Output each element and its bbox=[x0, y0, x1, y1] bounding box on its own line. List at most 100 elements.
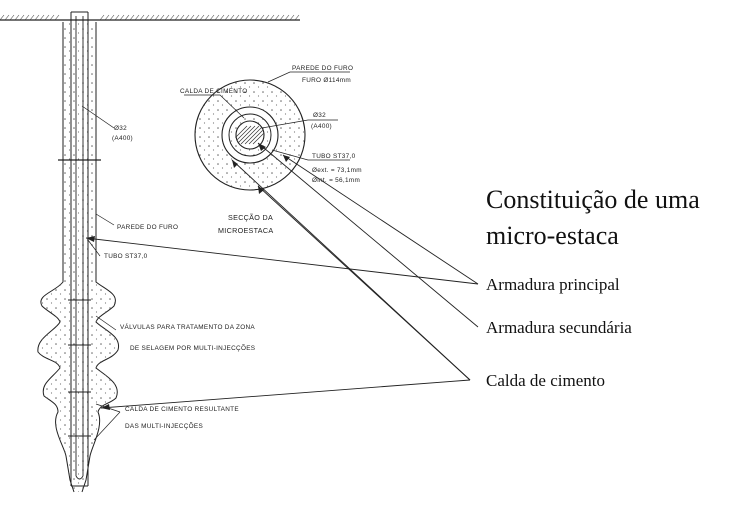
bar-hatch-line bbox=[236, 125, 252, 145]
bar-hatch-line bbox=[252, 125, 264, 145]
ground-hatch-line bbox=[0, 14, 5, 21]
valve-markers bbox=[68, 299, 91, 437]
steel-tube bbox=[70, 11, 89, 487]
ground-hatch-line bbox=[49, 14, 55, 21]
ground-hatch-line bbox=[199, 14, 205, 21]
ground-hatch-line bbox=[119, 14, 125, 21]
arrowhead bbox=[283, 155, 290, 162]
ground-hatch-line bbox=[99, 14, 105, 21]
profile-valves-line1: VÁLVULAS PARA TRATAMENTO DA ZONA bbox=[120, 322, 255, 331]
leader-section-tube bbox=[271, 149, 350, 161]
ground-hatch-line bbox=[9, 14, 15, 21]
leader-valves bbox=[95, 315, 117, 331]
ground-hatch-line bbox=[4, 14, 10, 21]
ground-hatch-line bbox=[189, 14, 195, 21]
arrowhead bbox=[232, 160, 238, 168]
ground-hatch-line bbox=[279, 14, 285, 21]
legend-cement-grout: Calda de cimento bbox=[486, 371, 605, 390]
profile-bar-grade: (A400) bbox=[112, 135, 133, 142]
legend-main-reinforcement: Armadura principal bbox=[486, 275, 620, 294]
bar-hatch-line bbox=[236, 125, 256, 145]
arrow-grout-section-b bbox=[257, 185, 471, 381]
section-hole-diameter: FURO Ø114mm bbox=[302, 77, 351, 84]
cross-section bbox=[194, 79, 306, 191]
legend-secondary-reinforcement: Armadura secundária bbox=[486, 318, 632, 337]
arrowhead bbox=[101, 404, 110, 410]
title-line2: micro-estaca bbox=[486, 221, 619, 250]
callout-arrows bbox=[85, 142, 479, 410]
ground-hatch-line bbox=[229, 14, 235, 21]
ground-hatch-line bbox=[44, 14, 50, 21]
ground-hatch-line bbox=[134, 14, 140, 21]
ground-hatch-line bbox=[164, 14, 170, 21]
ground-hatch-line bbox=[34, 14, 40, 21]
ground-hatch-line bbox=[214, 14, 220, 21]
grout-fill bbox=[37, 22, 119, 492]
bar-hatch-line bbox=[240, 125, 260, 145]
title-line1: Constituição de uma bbox=[486, 185, 700, 214]
arrow-grout-profile bbox=[100, 379, 471, 409]
ground-hatch-line bbox=[274, 14, 280, 21]
profile-grout-line1: CALDA DE CIMENTO RESULTANTE bbox=[125, 406, 239, 413]
bar-hatch-line bbox=[236, 125, 248, 145]
ground-hatch-line bbox=[194, 14, 200, 21]
section-bar-label: Ø32 bbox=[313, 112, 326, 119]
section-inner-diameter: Øint. = 56,1mm bbox=[312, 177, 360, 184]
ground-hatch-line bbox=[39, 14, 45, 21]
profile-bar-label: Ø32 bbox=[114, 125, 127, 132]
section-grout-label: CALDA DE CIMENTO bbox=[180, 88, 248, 95]
ground-hatch-line bbox=[259, 14, 265, 21]
leader-wall bbox=[95, 213, 115, 226]
ground-hatch-line bbox=[204, 14, 210, 21]
ground-hatch-line bbox=[289, 14, 295, 21]
ground-hatch-line bbox=[149, 14, 155, 21]
leader-bar bbox=[81, 105, 115, 129]
arrowhead bbox=[258, 186, 264, 194]
section-outer-diameter: Øext. = 73,1mm bbox=[312, 167, 362, 174]
arrow-main-section bbox=[282, 154, 479, 285]
ground-hatch-line bbox=[14, 14, 20, 21]
section-title-line1: SECÇÃO DA bbox=[228, 213, 273, 222]
section-tube-label: TUBO ST37,0 bbox=[312, 153, 356, 160]
ground-hatch-line bbox=[159, 14, 165, 21]
profile-grout-line2: DAS MULTI-INJECÇÕES bbox=[125, 421, 203, 430]
profile-wall-label: PAREDE DO FURO bbox=[117, 224, 178, 231]
ground-hatch-line bbox=[144, 14, 150, 21]
ground-hatch-line bbox=[294, 14, 300, 21]
arrow-secondary-section bbox=[257, 142, 479, 328]
ground-hatch-line bbox=[154, 14, 160, 21]
ground-surface bbox=[0, 14, 300, 21]
leader-tube bbox=[87, 239, 101, 257]
ground-hatch-line bbox=[284, 14, 290, 21]
arrow-main-profile bbox=[85, 237, 479, 285]
section-bar-grade: (A400) bbox=[311, 123, 332, 130]
ground-hatch-line bbox=[174, 14, 180, 21]
ground-hatch-line bbox=[219, 14, 225, 21]
leader-section-grout bbox=[184, 94, 245, 119]
main-bar bbox=[75, 16, 84, 480]
arrowhead bbox=[86, 236, 95, 242]
ground-hatch-line bbox=[114, 14, 120, 21]
ground-hatch-line bbox=[24, 14, 30, 21]
leader-section-wall bbox=[267, 71, 350, 83]
profile-valves-line2: DE SELAGEM POR MULTI-INJECÇÕES bbox=[130, 343, 255, 352]
ground-hatch-line bbox=[54, 14, 60, 21]
ground-hatch-line bbox=[124, 14, 130, 21]
ground-hatch-line bbox=[249, 14, 255, 21]
ground-hatch-line bbox=[254, 14, 260, 21]
ground-hatch-line bbox=[184, 14, 190, 21]
ground-hatch-line bbox=[234, 14, 240, 21]
ground-hatch-line bbox=[19, 14, 25, 21]
leader-grout-2 bbox=[93, 411, 121, 441]
ground-hatch-line bbox=[129, 14, 135, 21]
leader-section-bar bbox=[261, 119, 338, 129]
ground-hatch-line bbox=[179, 14, 185, 21]
ground-hatch-line bbox=[209, 14, 215, 21]
ground-hatch-line bbox=[29, 14, 35, 21]
section-wall-label: PAREDE DO FURO bbox=[292, 65, 353, 72]
profile-tube-label: TUBO ST37,0 bbox=[104, 253, 148, 260]
arrowhead bbox=[258, 143, 266, 151]
ground-hatch-line bbox=[269, 14, 275, 21]
ground-hatch-line bbox=[239, 14, 245, 21]
